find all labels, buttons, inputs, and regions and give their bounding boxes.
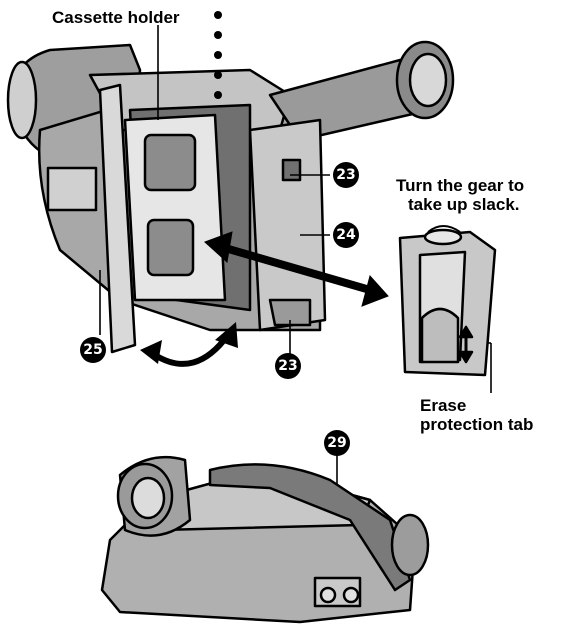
open-door xyxy=(98,83,137,354)
cassette-holder-label: Cassette holder xyxy=(52,8,180,27)
dotted-leader xyxy=(214,11,222,99)
camcorder-open xyxy=(6,40,455,354)
grip-strap xyxy=(208,463,412,592)
gear-instruction: Turn the gear to take up slack. xyxy=(396,176,524,214)
callout-middle: 24 xyxy=(333,222,359,248)
jack-right xyxy=(342,586,360,604)
erase-protection-line2: protection tab xyxy=(420,415,534,434)
jack-left xyxy=(319,586,337,604)
erase-protection-line1: Erase xyxy=(420,396,467,415)
callout-left: 25 xyxy=(80,337,106,363)
insert-arrow xyxy=(204,231,389,307)
door-swing-arrow xyxy=(140,322,238,367)
gear-instruction-line1: Turn the gear to xyxy=(396,176,525,195)
erase-protection-label: Erase protection tab xyxy=(420,396,533,434)
cassette xyxy=(398,225,497,377)
lens-front xyxy=(6,60,38,140)
callout-bottom: 23 xyxy=(275,353,301,379)
camcorder-bottom-view xyxy=(100,455,430,624)
callout-lower: 29 xyxy=(324,430,350,456)
gear xyxy=(423,228,463,246)
gear-instruction-line2: take up slack. xyxy=(408,195,520,214)
callout-top: 23 xyxy=(333,162,359,188)
